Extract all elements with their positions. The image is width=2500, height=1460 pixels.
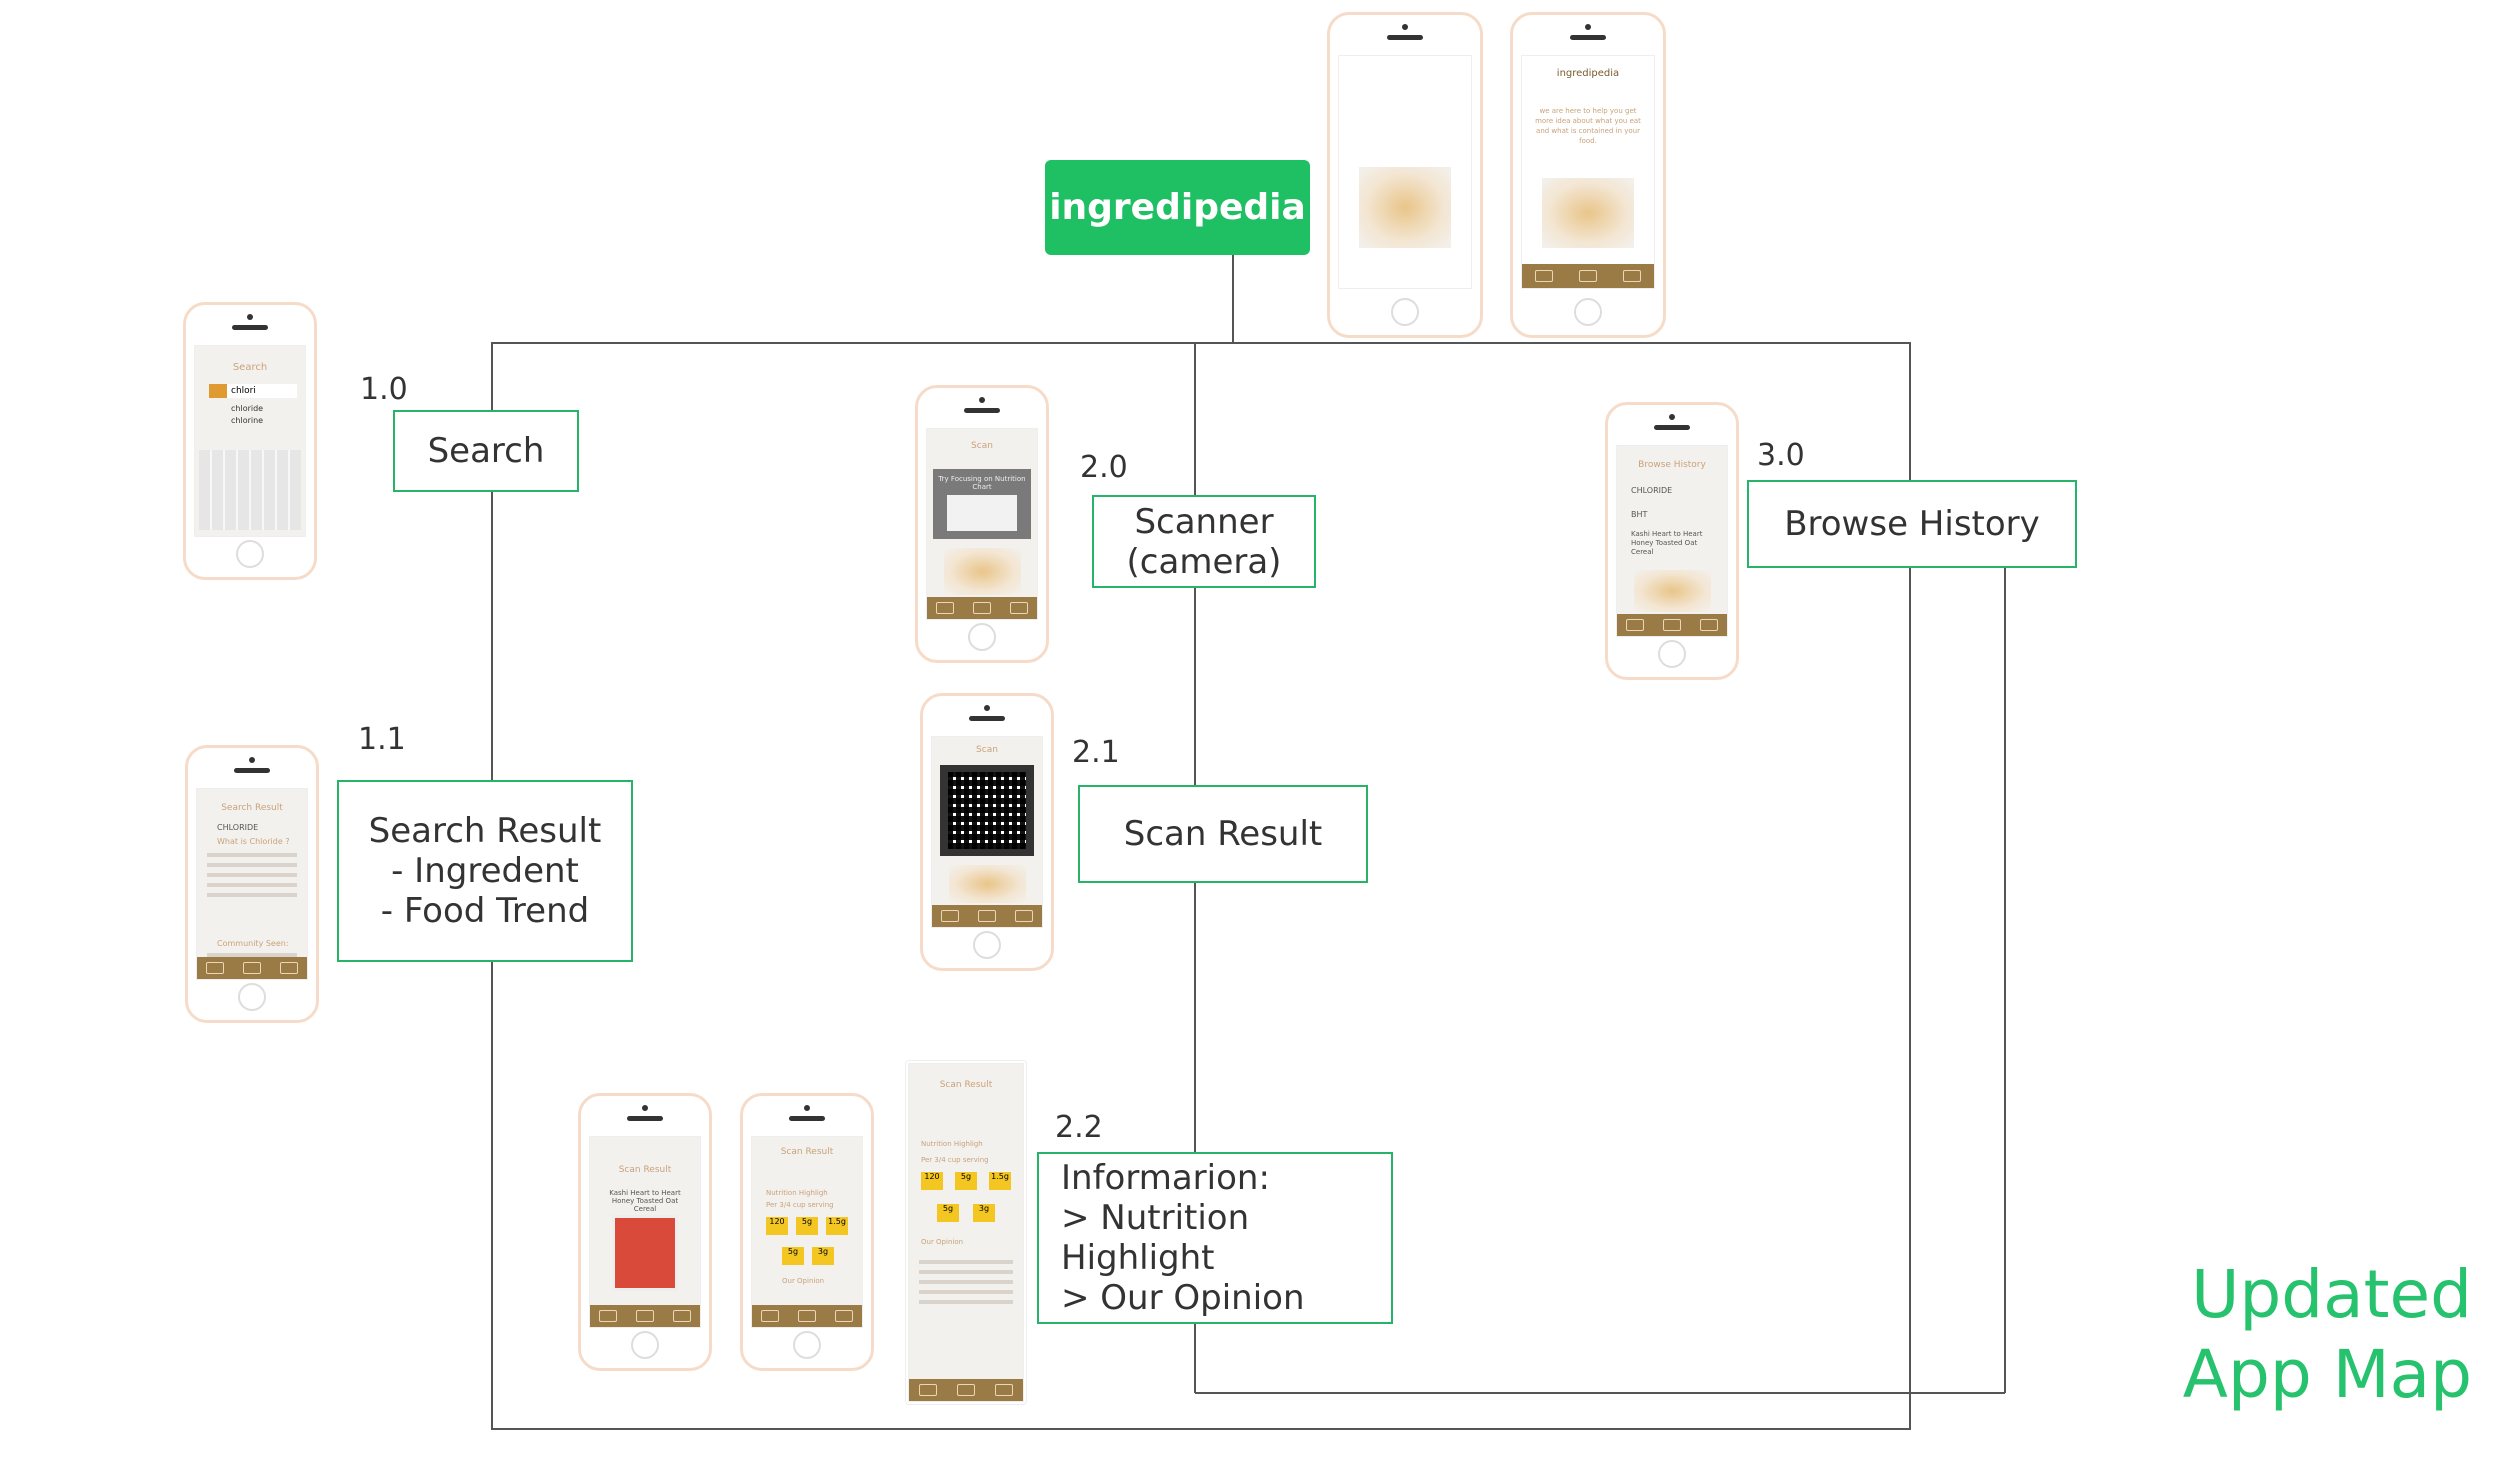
search-screen-title: Search: [232, 362, 268, 373]
info-c-section2: Our Opinion: [921, 1238, 964, 1246]
root-label: ingredipedia: [1049, 187, 1306, 228]
info-c-section1: Nutrition Highligh: [921, 1140, 983, 1148]
info-c-serving: Per 3/4 cup serving: [921, 1156, 989, 1164]
search-screen-query: chlori: [209, 384, 297, 398]
nutrition-value: 5g: [782, 1247, 804, 1265]
map-title-line2: App Map: [2182, 1336, 2472, 1413]
node-number-information: 2.2: [1055, 1110, 1103, 1145]
node-browse-history-label: Browse History: [1784, 504, 2040, 544]
history-item: Kashi Heart to Heart Honey Toasted Oat C…: [1631, 530, 1703, 556]
phone-search-result-screen: Search Result CHLORIDE What is Chloride …: [185, 745, 319, 1023]
intro-logo: ingredipedia: [1556, 68, 1620, 79]
node-information-label: Informarion: > Nutrition Highlight > Our…: [1061, 1158, 1305, 1318]
search-result-heading: What is Chloride ?: [217, 837, 290, 846]
phone-search-screen: Search chlori chloride chlorine: [183, 302, 317, 580]
nutrition-value: 1.5g: [989, 1172, 1011, 1190]
node-number-browse-history: 3.0: [1757, 438, 1805, 473]
phone-info-screen-b: Scan Result Nutrition Highligh Per 3/4 c…: [740, 1093, 874, 1371]
scanner-prompt: Try Focusing on Nutrition Chart: [938, 475, 1026, 491]
node-scanner[interactable]: Scanner (camera): [1092, 495, 1316, 588]
search-result-item: CHLORIDE: [217, 823, 259, 832]
node-number-search-result: 1.1: [358, 722, 406, 757]
map-title: Updated App Map: [2100, 1255, 2472, 1415]
phone-info-screen-a: Scan Result Kashi Heart to Heart Honey T…: [578, 1093, 712, 1371]
node-number-scanner: 2.0: [1080, 450, 1128, 485]
search-suggestion: chlorine: [231, 416, 264, 425]
node-browse-history[interactable]: Browse History: [1747, 480, 2077, 568]
nutrition-value: 1.5g: [826, 1217, 848, 1235]
nutrition-value: 3g: [812, 1247, 834, 1265]
phone-scan-result-screen: Scan: [920, 693, 1054, 971]
phone-splash-screen: ingredipedia: [1327, 12, 1483, 338]
map-title-line1: Updated: [2191, 1256, 2472, 1333]
nutrition-value: 120: [766, 1217, 788, 1235]
nutrition-value: 5g: [955, 1172, 977, 1190]
search-result-section: Community Seen:: [217, 939, 289, 948]
info-a-product: Kashi Heart to Heart Honey Toasted Oat C…: [609, 1189, 681, 1213]
info-c-title: Scan Result: [939, 1080, 993, 1090]
node-number-search: 1.0: [360, 372, 408, 407]
node-scanner-label: Scanner (camera): [1126, 501, 1282, 582]
root-node-ingredipedia[interactable]: ingredipedia: [1045, 160, 1310, 255]
node-scan-result-label: Scan Result: [1123, 814, 1323, 854]
info-b-serving: Per 3/4 cup serving: [766, 1201, 834, 1209]
product-box-image: [612, 1215, 678, 1291]
node-search-result-label: Search Result - Ingredent - Food Trend: [368, 811, 602, 931]
nutrition-value: 5g: [937, 1204, 959, 1222]
search-result-screen-title: Search Result: [221, 803, 283, 813]
phone-intro-screen: ingredipedia we are here to help you get…: [1510, 12, 1666, 338]
nutrition-value: 120: [921, 1172, 943, 1190]
history-item: CHLORIDE: [1631, 486, 1673, 495]
info-b-section1: Nutrition Highligh: [766, 1189, 828, 1197]
phone-info-screen-c: Scan Result Nutrition Highligh Per 3/4 c…: [905, 1060, 1027, 1405]
phone-scanner-screen: Scan Try Focusing on Nutrition Chart: [915, 385, 1049, 663]
phone-browse-history-screen: Browse History CHLORIDE BHT Kashi Heart …: [1605, 402, 1739, 680]
info-b-section2: Our Opinion: [782, 1277, 825, 1285]
scanner-screen-title: Scan: [971, 441, 993, 451]
node-information[interactable]: Informarion: > Nutrition Highlight > Our…: [1037, 1152, 1393, 1324]
node-number-scan-result: 2.1: [1072, 735, 1120, 770]
info-a-title: Scan Result: [618, 1165, 672, 1175]
nutrition-value: 5g: [796, 1217, 818, 1235]
scan-result-screen-title: Scan: [976, 745, 998, 755]
intro-text: we are here to help you get more idea ab…: [1535, 107, 1641, 145]
node-scan-result[interactable]: Scan Result: [1078, 785, 1368, 883]
qr-code-image: [940, 765, 1034, 857]
history-item: BHT: [1631, 510, 1648, 519]
search-suggestion: chloride: [231, 404, 264, 413]
info-b-title: Scan Result: [780, 1147, 834, 1157]
node-search-result[interactable]: Search Result - Ingredent - Food Trend: [337, 780, 633, 962]
nutrition-value: 3g: [973, 1204, 995, 1222]
node-search-label: Search: [427, 431, 545, 471]
browse-history-screen-title: Browse History: [1638, 460, 1706, 470]
node-search[interactable]: Search: [393, 410, 579, 492]
